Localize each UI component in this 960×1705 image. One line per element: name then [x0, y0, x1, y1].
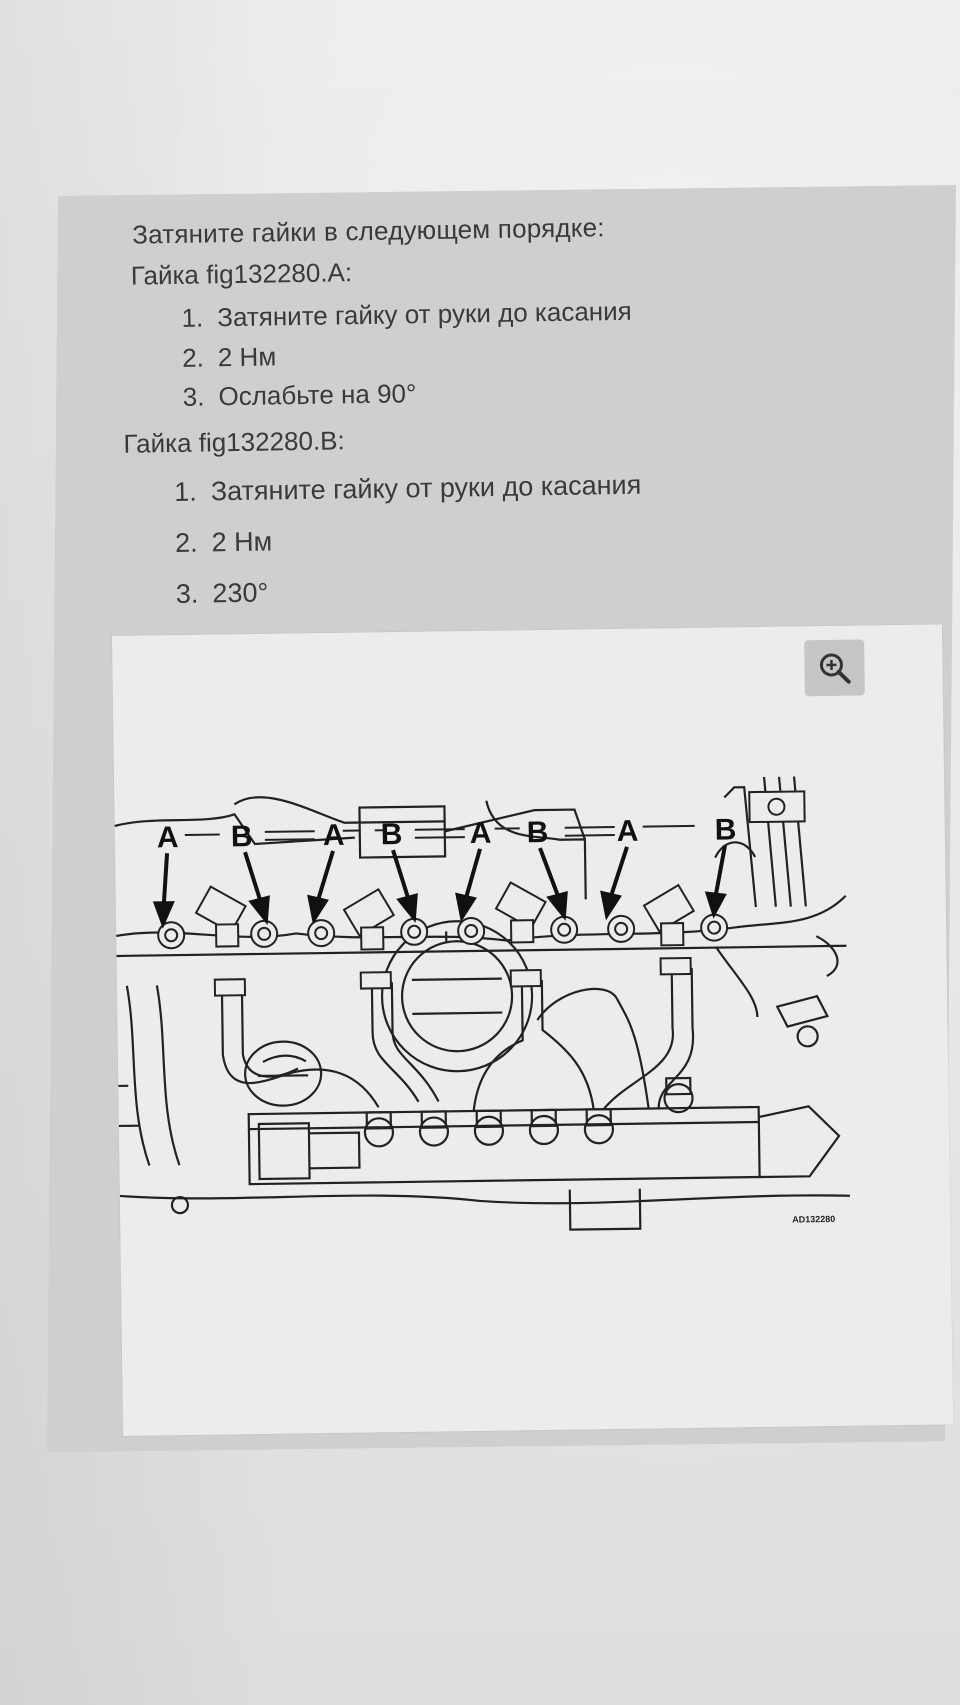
- step-text: Ослабьте на 90°: [218, 378, 417, 412]
- figure-card: A B A B A B A B AD132280: [112, 624, 954, 1436]
- callout-label: B: [715, 813, 737, 846]
- callout-label: B: [527, 816, 549, 849]
- step-text: 2 Нм: [217, 340, 277, 372]
- callout-label: A: [470, 817, 492, 850]
- zoom-in-icon: [819, 653, 851, 684]
- engine-diagram: A B A B A B A B AD132280: [114, 776, 850, 1231]
- step-number: 1.: [174, 476, 198, 507]
- step-number: 2.: [181, 342, 205, 373]
- callout-label: A: [323, 819, 345, 852]
- figure-code: AD132280: [792, 1214, 835, 1225]
- callout-label: A: [157, 821, 179, 854]
- step-text: 2 Нм: [211, 526, 273, 558]
- zoom-button[interactable]: [804, 639, 865, 697]
- callout-label: B: [231, 820, 253, 853]
- nut-a-steps: 1. Затяните гайку от руки до касания 2. 2 …: [109, 287, 951, 419]
- nut-a-title: Гайка fig132280.A:: [130, 257, 353, 291]
- nut-b-steps: 1. Затяните гайку от руки до касания 2. 2 …: [112, 454, 954, 621]
- step-number: 2.: [174, 527, 198, 558]
- step-text: Затяните гайку от руки до касания: [216, 295, 632, 333]
- step-number: 3.: [175, 578, 199, 610]
- step-number: 3.: [182, 381, 205, 412]
- nut-b-title: Гайка fig132280.B:: [123, 424, 345, 459]
- step-number: 1.: [181, 302, 204, 333]
- step-text: 230°: [212, 577, 269, 609]
- callout-label: A: [617, 815, 639, 848]
- step-text: Затяните гайку от руки до касания: [210, 469, 642, 506]
- callout-label: B: [381, 818, 403, 851]
- instructions: Затяните гайки в следующем порядке: Гайк…: [108, 207, 954, 622]
